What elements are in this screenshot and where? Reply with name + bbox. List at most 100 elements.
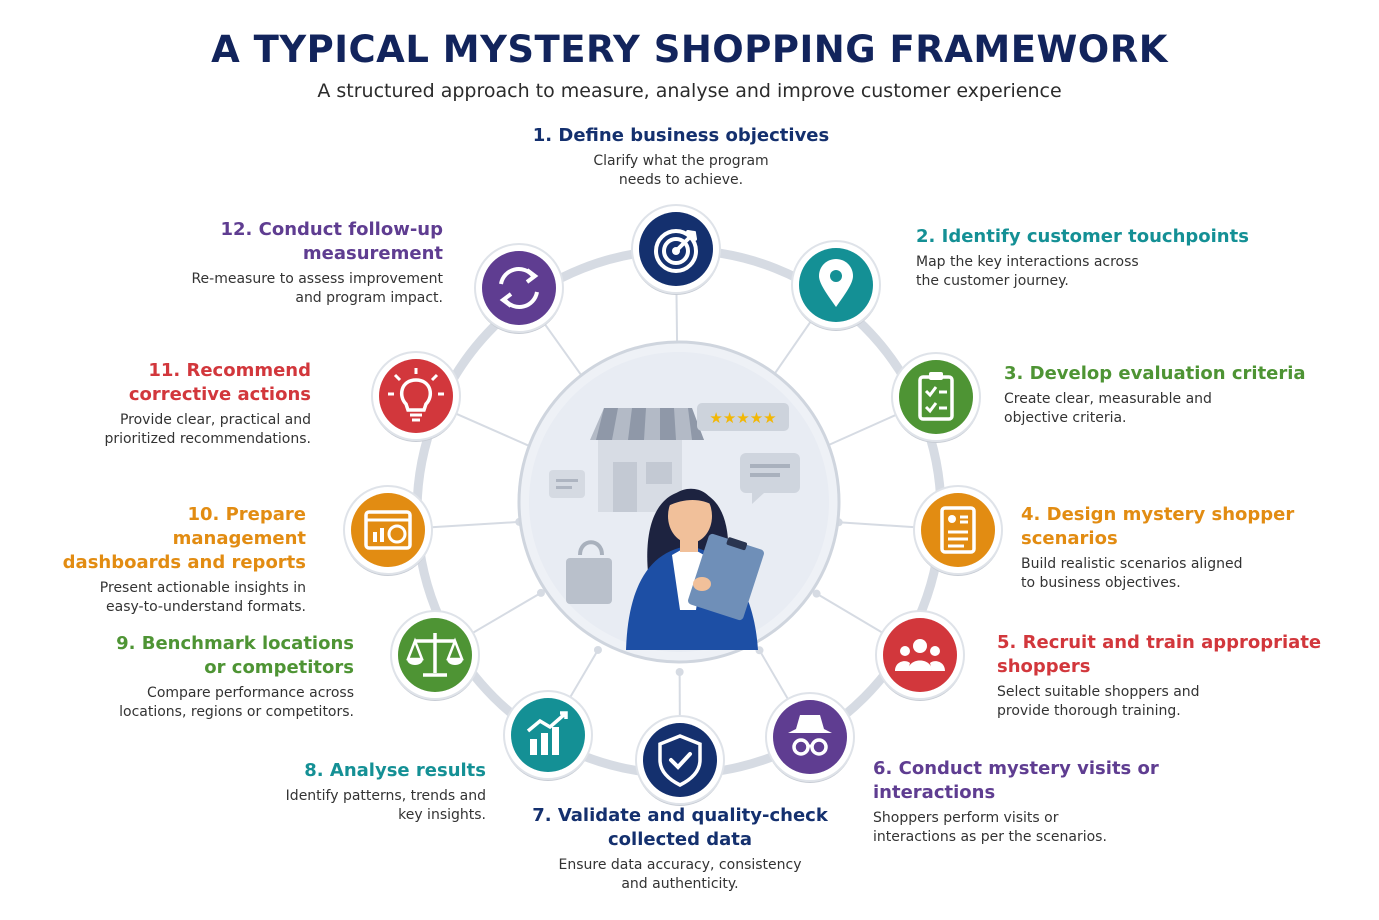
- shopping-bag-icon: [566, 540, 612, 604]
- step-title: 8. Analyse results: [236, 759, 486, 783]
- node-fill: [883, 618, 957, 692]
- step-node-10: [343, 485, 433, 576]
- node-fill: [351, 493, 425, 567]
- step-title: 2. Identify customer touchpoints: [916, 225, 1276, 249]
- step-description-line: Ensure data accuracy, consistency: [558, 857, 802, 873]
- step-description-line: prioritized recommendations.: [104, 431, 311, 447]
- chat-bubble-icon: [740, 453, 800, 504]
- step-description-line: and authenticity.: [621, 876, 739, 892]
- step-title-line: measurement: [302, 243, 443, 264]
- step-node-5: [875, 610, 965, 701]
- document-icon: [940, 506, 976, 554]
- balance-scale-icon: [406, 633, 464, 677]
- step-title-line: 6. Conduct mystery visits or: [873, 758, 1159, 779]
- step-description-line: provide thorough training.: [997, 703, 1181, 719]
- target-icon: [654, 229, 698, 273]
- step-description-line: Select suitable shoppers and: [997, 684, 1200, 700]
- spoke-11: [448, 409, 534, 449]
- step-description: Select suitable shoppers and provide thor…: [997, 683, 1337, 721]
- step-title-line: corrective actions: [128, 384, 311, 405]
- location-pin-icon: [819, 259, 853, 307]
- step-node-2: [791, 240, 881, 331]
- step-node-7: [635, 715, 725, 806]
- step-description-line: Build realistic scenarios aligned: [1021, 556, 1243, 572]
- step-description-line: easy-to-understand formats.: [106, 599, 306, 615]
- step-title-line: 11. Recommend: [148, 360, 311, 381]
- step-title: 4. Design mystery shopper scenarios: [1021, 503, 1351, 551]
- spoke-10: [427, 520, 520, 529]
- step-title: 10. Prepare management dashboards and rep…: [56, 503, 306, 575]
- step-description-line: to business objectives.: [1021, 575, 1181, 591]
- step-node-11: [371, 351, 461, 442]
- step-node-4: [913, 485, 1003, 576]
- step-description-line: Re-measure to assess improvement: [191, 271, 443, 287]
- page-subtitle: A structured approach to measure, analys…: [317, 80, 1062, 102]
- step-title-line: scenarios: [1021, 528, 1118, 549]
- step-title-line: shoppers: [997, 656, 1091, 677]
- step-title: 1. Define business objectives: [486, 124, 876, 148]
- step-title-line: 12. Conduct follow-up: [220, 219, 444, 240]
- spoke-dot-9: [536, 588, 545, 597]
- spy-icon: [788, 715, 832, 756]
- step-description-line: objective criteria.: [1004, 410, 1127, 426]
- clipboard-in-hand-icon: [688, 533, 764, 621]
- step-node-9: [390, 610, 480, 701]
- node-fill: [921, 493, 995, 567]
- step-node-6: [765, 692, 855, 783]
- step-title: 5. Recruit and train appropriate shoppers: [997, 631, 1337, 679]
- lightbulb-icon: [388, 368, 444, 422]
- step-description: Provide clear, practical and prioritized …: [74, 411, 311, 449]
- step-title-line: dashboards and reports: [62, 552, 306, 573]
- spoke-dot-5: [812, 589, 821, 598]
- step-node-3: [891, 352, 981, 443]
- step-title: 11. Recommend corrective actions: [74, 359, 311, 407]
- step-description-line: needs to achieve.: [618, 172, 744, 188]
- step-description-line: Identify patterns, trends and: [285, 788, 486, 804]
- step-title-line: 7. Validate and quality-check: [532, 805, 828, 826]
- spoke-dot-8: [593, 645, 602, 654]
- step-description-line: Provide clear, practical and: [119, 412, 311, 428]
- step-title: 3. Develop evaluation criteria: [1004, 362, 1324, 386]
- step-description-line: Shoppers perform visits or: [873, 810, 1059, 826]
- step-title-line: 10. Prepare management: [172, 504, 306, 549]
- step-title-line: 5. Recruit and train appropriate: [997, 632, 1322, 653]
- step-title-line: 3. Develop evaluation criteria: [1004, 363, 1306, 384]
- step-title: 12. Conduct follow-up measurement: [150, 218, 444, 266]
- step-description-line: Clarify what the program: [593, 153, 769, 169]
- step-label-6: 6. Conduct mystery visits or interactions…: [873, 757, 1213, 847]
- step-description-line: Present actionable insights in: [99, 580, 306, 596]
- step-title-line: 2. Identify customer touchpoints: [916, 226, 1249, 247]
- rating-stars: ★★★★★: [709, 409, 776, 427]
- spoke-dot-7: [675, 667, 684, 676]
- step-node-8: [503, 690, 593, 781]
- dashboard-icon: [364, 510, 412, 550]
- people-group-icon: [895, 639, 945, 671]
- step-title-line: interactions: [873, 782, 996, 803]
- step-title-line: 9. Benchmark locations: [116, 633, 354, 654]
- bar-chart-icon: [526, 711, 568, 755]
- shield-check-icon: [658, 734, 702, 787]
- step-title-line: 4. Design mystery shopper: [1021, 504, 1295, 525]
- step-node-12: [474, 243, 564, 334]
- node-fill: [643, 723, 717, 797]
- step-description: Build realistic scenarios aligned to busi…: [1021, 555, 1351, 593]
- spoke-9: [461, 592, 542, 641]
- step-nodes: [343, 204, 1003, 806]
- message-icon: [549, 470, 585, 498]
- node-fill: [773, 700, 847, 774]
- step-description: Clarify what the program needs to achieve…: [486, 152, 876, 190]
